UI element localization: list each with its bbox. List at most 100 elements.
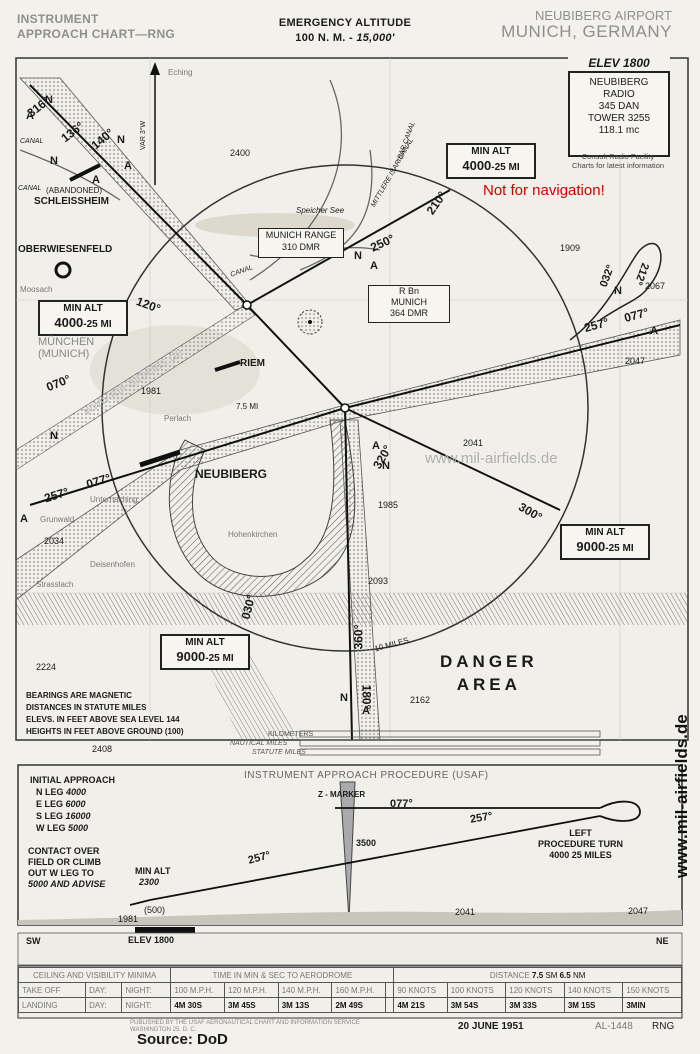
profile-min-alt: MIN ALT 2300 [135, 866, 171, 887]
seven-five-miles-label: 7.5 MI [236, 402, 259, 411]
z-marker-cone [339, 781, 356, 921]
chart-rng: RNG [652, 1021, 675, 1032]
quadrant-letter-a: A [372, 440, 380, 452]
min-alt-box-sw: MIN ALT 9000-25 MI [160, 634, 250, 670]
procedure-turn-note: LEFT PROCEDURE TURN 4000 25 MILES [538, 828, 624, 860]
ne-label: NE [656, 936, 669, 946]
quadrant-letter-n: N [354, 250, 362, 262]
profile-bearing-077: 077° [390, 798, 413, 810]
hohenkirchen-label: Hohenkirchen [228, 530, 278, 539]
quadrant-letter-a: A [370, 260, 378, 272]
elevation-spot: 2093 [368, 576, 389, 586]
course-257 [29, 407, 346, 506]
elevation-spot: 2162 [410, 695, 431, 705]
elevation-spot: 2408 [92, 744, 113, 754]
scale-nm-label: NAUTICAL MILES [230, 740, 288, 747]
course-300 [344, 407, 561, 511]
east-west-beam [15, 319, 681, 601]
terrain-profile [18, 910, 682, 925]
schleissheim-label: SCHLEISSHEIM [34, 196, 110, 207]
profile-alt-3500: 3500 [356, 838, 377, 848]
moosach-label: Moosach [20, 285, 53, 294]
abandoned-label: (ABANDONED) [46, 186, 103, 195]
quadrant-letter-a: A [92, 174, 100, 186]
radio-frequency: 345 DAN [598, 101, 640, 112]
elevation-spot: 2047 [625, 356, 646, 366]
facility-name: NEUBIBERG [589, 77, 649, 88]
scale-km-label: KILOMETERS [268, 731, 314, 738]
procedure-title: INSTRUMENT APPROACH PROCEDURE (USAF) [244, 770, 489, 781]
publisher-note: PUBLISHED BY THE USAF AERONAUTICAL CHART… [130, 1020, 360, 1033]
contact-instruction: CONTACT OVER FIELD OR CLIMB OUT W LEG TO… [28, 846, 106, 889]
rbn-munich-box: R Bn MUNICH 364 DMR [368, 285, 450, 323]
deisenhofen-label: Deisenhofen [90, 560, 135, 569]
quadrant-letter-n: N [45, 94, 53, 106]
facility-note: Consult Radio Facility Charts for latest… [571, 152, 665, 170]
course-360 [344, 407, 353, 741]
mittlere-isar-canal-line [299, 149, 373, 271]
quadrant-letter-n: N [50, 155, 58, 167]
ne-procedure-turn [569, 242, 662, 341]
sw-label: SW [26, 936, 41, 946]
elevation-spot: 2034 [44, 536, 65, 546]
course-250 [246, 189, 451, 306]
profile-height: (500) [144, 905, 166, 915]
watermark-text: www.mil-airfields.de [425, 450, 558, 467]
riem-runway [214, 360, 241, 372]
quadrant-letter-a: A [124, 160, 132, 172]
elevation-spot: 2224 [36, 662, 57, 672]
airport-header: NEUBIBERG AIRPORT MUNICH, GERMANY [501, 8, 672, 41]
quadrant-letter-n: N [340, 692, 348, 704]
min-alt-box-nw: MIN ALT 4000-25 MI [38, 300, 128, 336]
minima-title: CEILING AND VISIBILITY MINIMA [17, 967, 172, 983]
emergency-altitude-header: EMERGENCY ALTITUDE 100 N. M. - 15,000' [278, 17, 412, 44]
time-title: TIME IN MIN & SEC TO AERODROME [170, 967, 395, 983]
elevation-spot: 1909 [560, 243, 581, 253]
bearing-label: 360° [351, 624, 366, 650]
scale-sm-label: STATUTE MILES [252, 749, 306, 756]
quadrant-letter-n: N [50, 430, 58, 442]
min-alt-box-se: MIN ALT 9000-25 MI [560, 524, 650, 560]
elevation-label: ELEV 1800 [568, 56, 670, 70]
course-316 [29, 84, 248, 306]
canal-line-1 [19, 149, 121, 201]
not-for-navigation-note: Not for navigation! [483, 182, 605, 199]
eching-label: Eching [168, 68, 193, 77]
neubiberg-runway [139, 449, 181, 468]
legend-notes: BEARINGS ARE MAGNETIC DISTANCES IN STATU… [26, 691, 184, 736]
distance-cell: DISTANCE 7.5 SM 6.5 NM [393, 967, 682, 983]
course-077 [344, 324, 681, 409]
quadrant-letter-a: A [362, 705, 370, 717]
elevation-spot: 2400 [230, 148, 251, 158]
oberwiesenfeld-airfield [54, 261, 72, 279]
quadrant-letter-a: A [26, 110, 34, 122]
munich-range-box: MUNICH RANGE 310 DMR [258, 228, 344, 258]
unterhaching-label: Unterhaching [90, 495, 138, 504]
canal-label-1: CANAL [20, 138, 44, 145]
chart-type-header: INSTRUMENT APPROACH CHART—RNG [17, 12, 176, 41]
quadrant-letter-n: N [117, 134, 125, 146]
munich-city-label: MÜNCHEN (MUNICH) [38, 336, 95, 360]
profile-elev-label: ELEV 1800 [128, 935, 175, 945]
quadrant-letter-n: N [614, 285, 622, 297]
neubiberg-label: NEUBIBERG [195, 467, 268, 481]
elevation-spot: 2067 [645, 281, 666, 291]
danger-area-label: DANGER AREA [440, 652, 538, 694]
neubiberg-fix [340, 403, 350, 413]
profile-elevation: 2047 [628, 906, 649, 916]
variation-label: VAR 3°W [140, 120, 147, 150]
canal-label-2: CANAL [18, 185, 42, 192]
z-marker-label: Z - MARKER [318, 790, 366, 799]
strasslach-label: Strasslach [36, 580, 74, 589]
grunwald-label: Grunwald [40, 515, 75, 524]
elevation-spot: 2041 [463, 438, 484, 448]
min-alt-box-ne: MIN ALT 4000-25 MI [446, 143, 536, 179]
elevation-spot: 1981 [141, 386, 162, 396]
perlach-label: Perlach [164, 414, 192, 423]
riem-label: RIEM [240, 358, 265, 369]
runway-profile [135, 927, 195, 933]
isar-canal-line [249, 79, 343, 281]
chart-date: 20 JUNE 1951 [458, 1021, 524, 1032]
